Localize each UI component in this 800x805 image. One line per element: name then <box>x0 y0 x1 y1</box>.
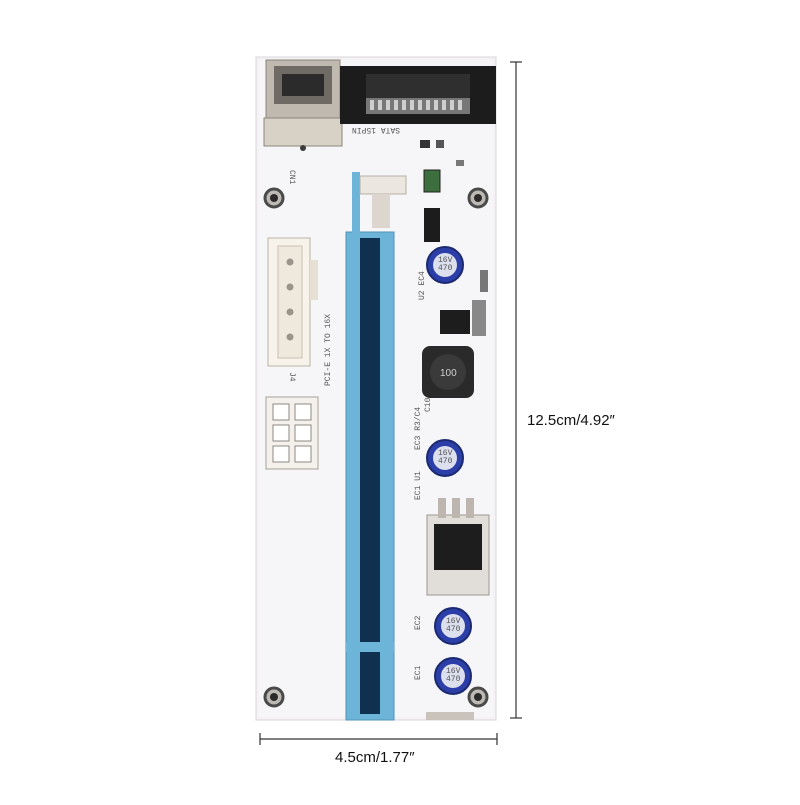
ec1-u1-silk-label: EC1 U1 <box>414 471 423 500</box>
mounting-hole <box>263 187 489 708</box>
u2-ec4-silk-label: U2 EC4 <box>418 271 427 300</box>
ec3-silk-label: EC3 R3/C4 <box>414 407 423 450</box>
capacitor-text: 16V <box>438 256 453 265</box>
svg-text:470: 470 <box>438 264 453 273</box>
capacitor-2: 16V 470 <box>426 439 464 477</box>
width-dimension-label: 4.5cm/1.77″ <box>335 749 415 766</box>
svg-text:470: 470 <box>438 457 453 466</box>
svg-text:470: 470 <box>446 625 461 634</box>
j4-silk-label: J4 <box>287 372 296 382</box>
capacitor-4: 16V 470 <box>434 657 472 695</box>
svg-text:470: 470 <box>446 675 461 684</box>
usb-connector <box>263 59 343 151</box>
c10-silk-label: C10 <box>424 397 433 412</box>
svg-text:16V: 16V <box>446 667 461 676</box>
svg-text:16V: 16V <box>446 617 461 626</box>
width-dimension-line <box>259 733 498 745</box>
svg-text:16V: 16V <box>438 449 453 458</box>
smd-components <box>420 140 488 336</box>
capacitor-1: 16V 470 <box>426 246 464 284</box>
board-edge-connector <box>426 712 474 720</box>
ec2-silk-label: EC2 <box>414 615 423 630</box>
sata-silk-label: SATA 15PIN <box>352 125 400 134</box>
cn1-silk-label: CN1 <box>287 170 296 185</box>
height-dimension-label: 12.5cm/4.92″ <box>527 412 615 429</box>
ec1-silk-label: EC1 <box>414 665 423 680</box>
inductor: 100 <box>422 346 474 398</box>
molex-connector <box>267 237 318 367</box>
capacitor-3: 16V 470 <box>434 607 472 645</box>
voltage-regulator <box>426 498 490 596</box>
sata-connector <box>340 66 496 124</box>
inductor-label: 100 <box>440 368 457 379</box>
pcie-silk-label: PCI-E 1X TO 16X <box>324 314 333 386</box>
pcie-x16-slot <box>345 172 407 721</box>
height-dimension-line <box>510 61 522 719</box>
six-pin-connector <box>265 396 319 470</box>
ic-chip <box>440 310 470 334</box>
